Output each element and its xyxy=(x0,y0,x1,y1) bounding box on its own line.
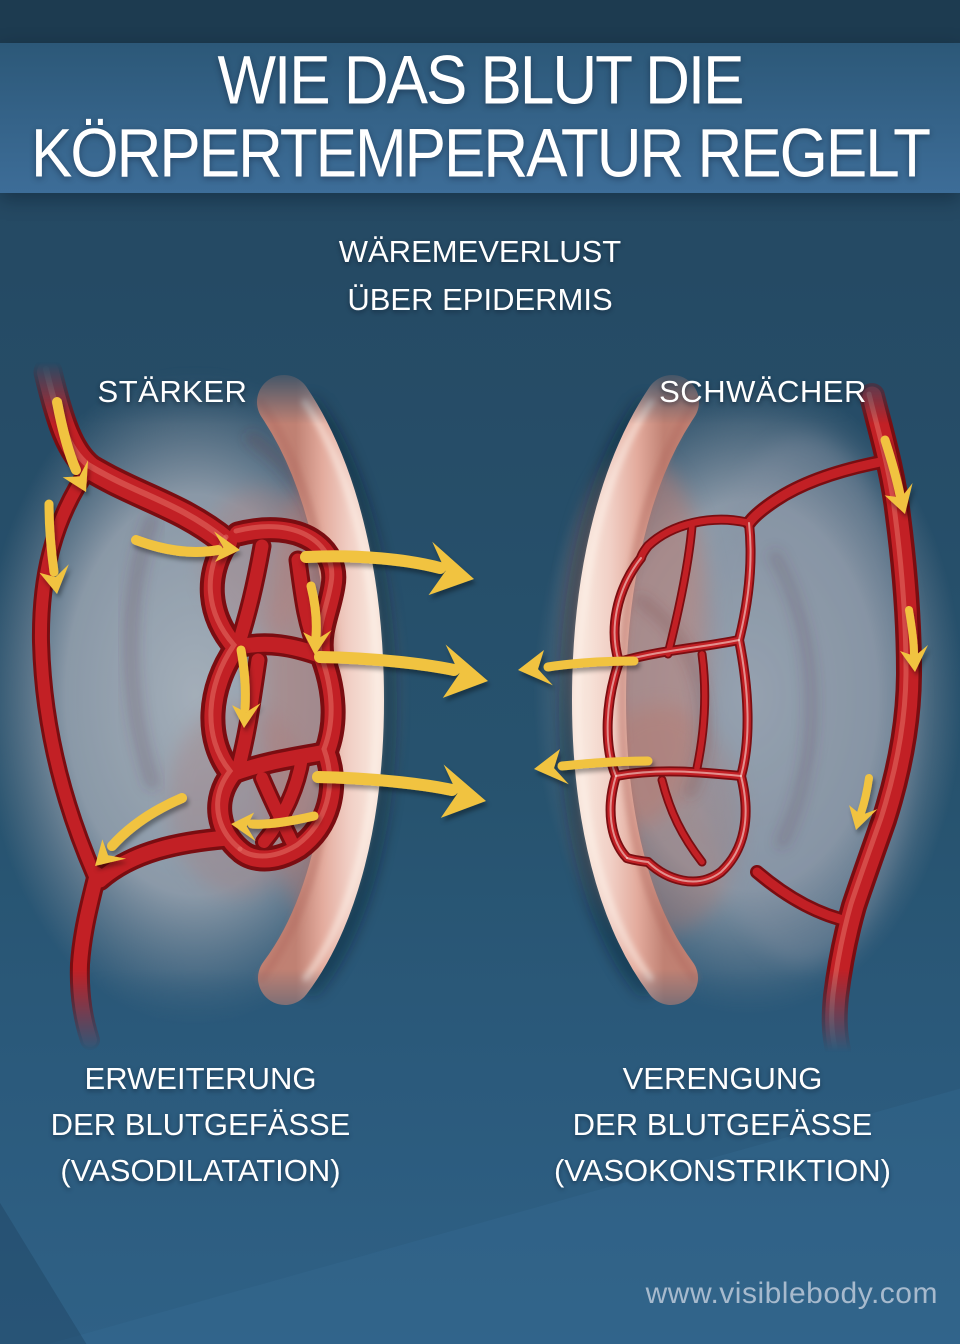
caption-vasodilation-line2: DER BLUTGEFÄSSE xyxy=(50,1107,351,1142)
blood-flow-arrows-left xyxy=(38,397,332,878)
caption-vasoconstriction-line1: VERENGUNG xyxy=(622,1061,823,1096)
watermark-url: www.visiblebody.com xyxy=(645,1277,938,1310)
panel-label-schwaecher: SCHWÄCHER xyxy=(659,374,867,409)
caption-vasoconstriction-line3: (VASOKONSTRIKTION) xyxy=(553,1153,891,1188)
caption-vasoconstriction-line2: DER BLUTGEFÄSSE xyxy=(572,1107,873,1142)
title-banner: WIE DAS BLUT DIE KÖRPERTEMPERATUR REGELT xyxy=(0,43,960,193)
heat-loss-arrows-left xyxy=(300,541,493,825)
epidermis-left xyxy=(256,375,398,1005)
subtitle: WÄREMEVERLUST ÜBER EPIDERMIS xyxy=(0,228,960,324)
epidermis-right xyxy=(558,375,700,1005)
page-title: WIE DAS BLUT DIE KÖRPERTEMPERATUR REGELT xyxy=(0,36,960,201)
caption-vasodilation-line1: ERWEITERUNG xyxy=(84,1061,317,1096)
top-dark-band xyxy=(0,0,960,43)
heat-loss-arrows-right xyxy=(515,649,653,789)
arrow-layer xyxy=(38,397,931,878)
subtitle-line1: WÄREMEVERLUST xyxy=(338,234,622,269)
vasoconstriction-panel xyxy=(533,375,960,1050)
blood-flow-arrows-right xyxy=(843,435,931,834)
caption-vasodilation: ERWEITERUNG DER BLUTGEFÄSSE (VASODILATAT… xyxy=(28,1056,373,1194)
subtitle-line2: ÜBER EPIDERMIS xyxy=(347,282,613,317)
panel-label-staerker: STÄRKER xyxy=(97,374,248,409)
caption-vasodilation-line3: (VASODILATATION) xyxy=(60,1153,341,1188)
caption-vasoconstriction: VERENGUNG DER BLUTGEFÄSSE (VASOKONSTRIKT… xyxy=(550,1056,895,1194)
vasodilation-panel xyxy=(0,365,410,1040)
page-title-line2: KÖRPERTEMPERATUR REGELT xyxy=(31,115,931,192)
page-title-line1: WIE DAS BLUT DIE xyxy=(217,43,745,120)
